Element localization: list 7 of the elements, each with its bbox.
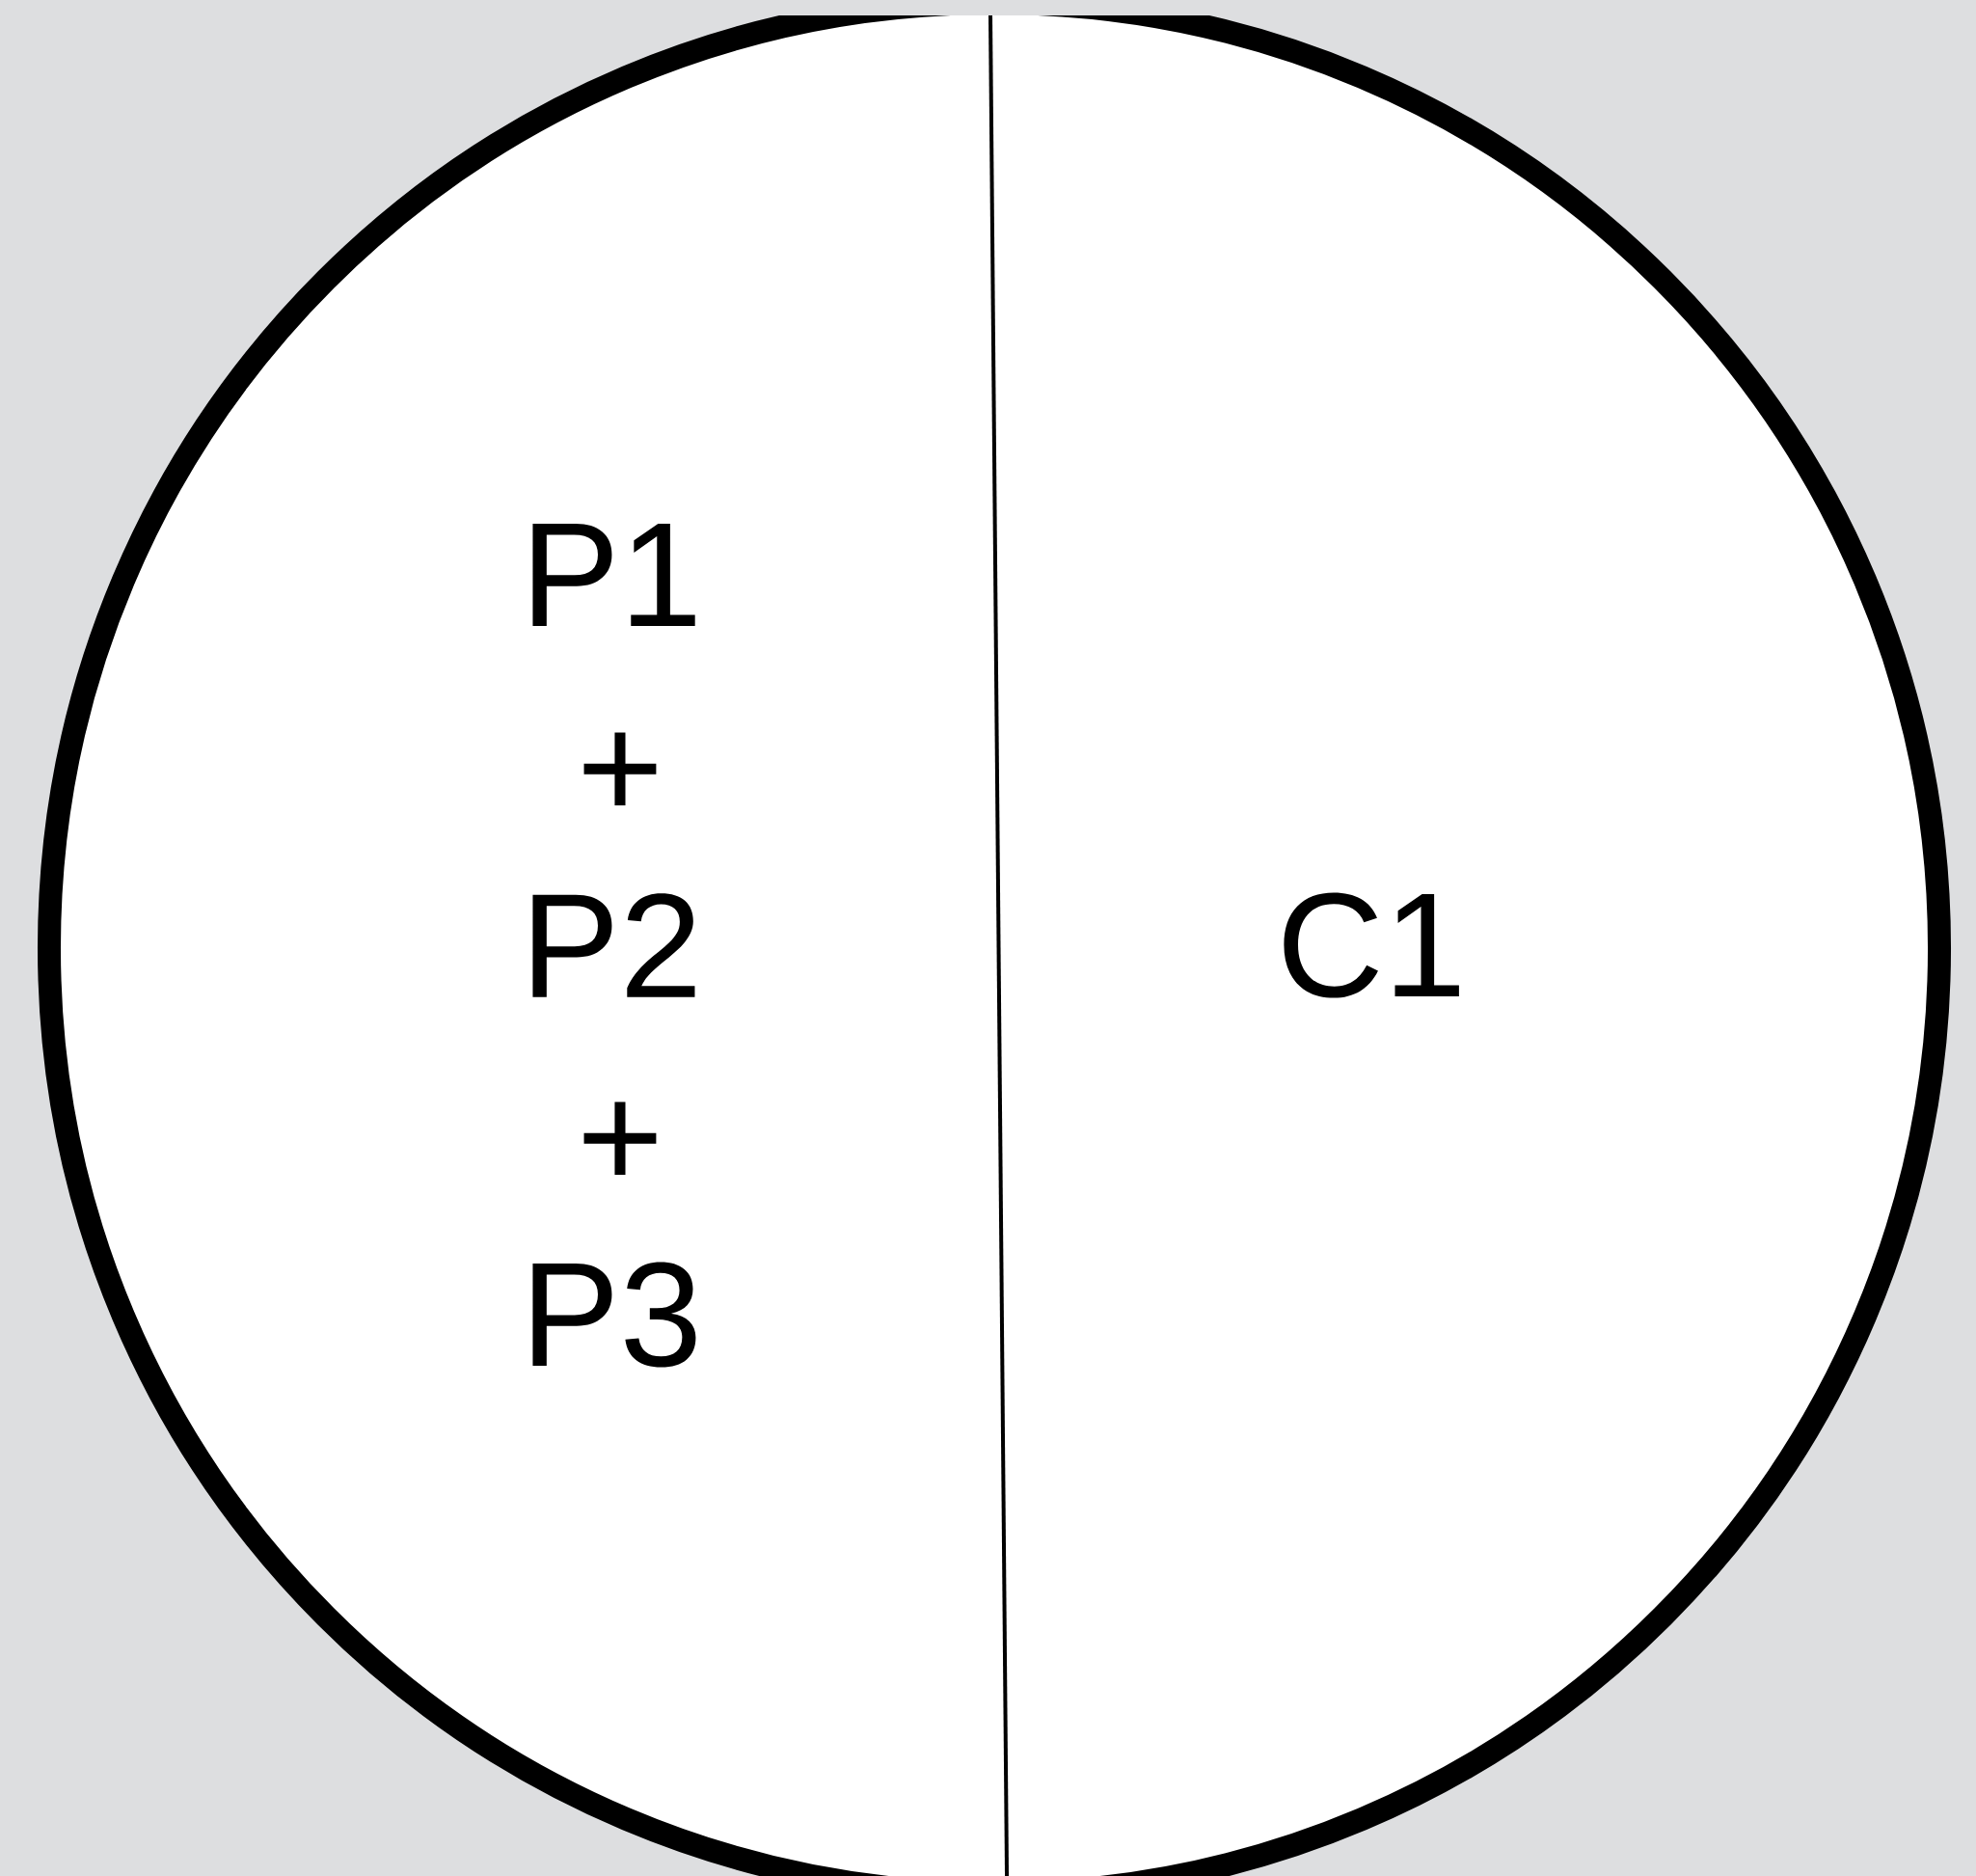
part-label: P2: [532, 893, 695, 997]
part-label: C1: [1284, 892, 1459, 998]
plus-sign: +: [583, 732, 657, 805]
part-label: P1: [532, 524, 695, 626]
plus-sign: +: [583, 1101, 657, 1175]
circle: [38, 15, 1952, 1876]
part-label: P3: [532, 1262, 696, 1368]
